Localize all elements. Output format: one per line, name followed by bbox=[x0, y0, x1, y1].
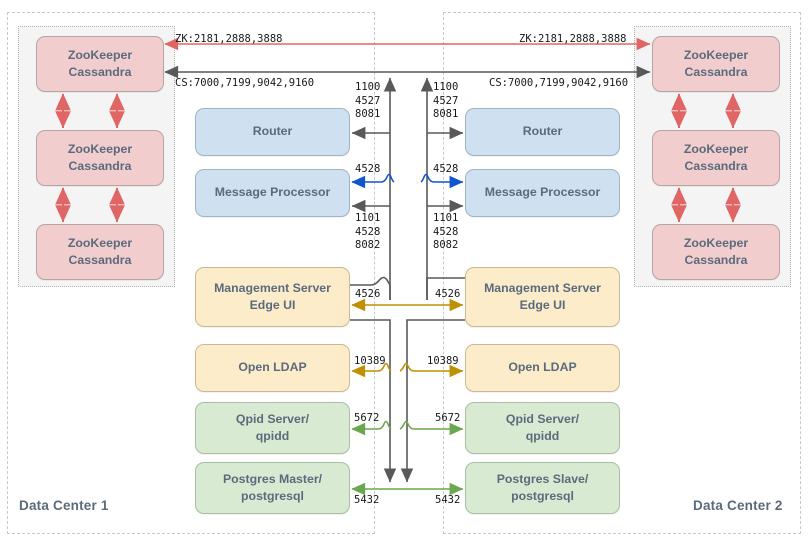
node-postgres-master-dc1[interactable]: Postgres Master/ postgresql bbox=[195, 462, 350, 514]
node-label-line2: Cassandra bbox=[68, 65, 132, 79]
node-zookeeper-cassandra-dc1-2[interactable]: ZooKeeper Cassandra bbox=[36, 130, 164, 186]
port-label-ldap-left: 10389 bbox=[354, 355, 386, 367]
port-label-mp-upper-left: 4528 bbox=[355, 163, 381, 175]
port-label-mp-upper-right: 4528 bbox=[433, 163, 459, 175]
port-label-ms-right: 4526 bbox=[435, 288, 461, 300]
node-label-line1: Postgres Master/ bbox=[222, 471, 323, 486]
node-open-ldap-dc2[interactable]: Open LDAP bbox=[465, 344, 620, 392]
node-label-line1: Management Server bbox=[484, 280, 601, 295]
node-label-line1: Message Processor bbox=[484, 185, 601, 200]
port-label-zk-right: ZK:2181,2888,3888 bbox=[519, 33, 627, 45]
node-open-ldap-dc1[interactable]: Open LDAP bbox=[195, 344, 350, 392]
node-label-line1: Router bbox=[252, 124, 293, 139]
node-label-line2: postgresql bbox=[241, 489, 304, 503]
node-label-line1: ZooKeeper bbox=[683, 47, 749, 62]
node-postgres-slave-dc2[interactable]: Postgres Slave/ postgresql bbox=[465, 462, 620, 514]
node-qpid-server-dc1[interactable]: Qpid Server/ qpidd bbox=[195, 402, 350, 454]
node-label-line1: Management Server bbox=[214, 280, 331, 295]
data-center-2-label: Data Center 2 bbox=[693, 498, 783, 513]
node-label-line1: ZooKeeper bbox=[67, 47, 133, 62]
node-management-server-dc2[interactable]: Management Server Edge UI bbox=[465, 267, 620, 327]
node-label-line1: Router bbox=[522, 124, 563, 139]
port-label-cs-right: CS:7000,7199,9042,9160 bbox=[489, 77, 629, 89]
node-qpid-server-dc2[interactable]: Qpid Server/ qpidd bbox=[465, 402, 620, 454]
node-label-line1: Open LDAP bbox=[238, 360, 307, 375]
node-zookeeper-cassandra-dc1-1[interactable]: ZooKeeper Cassandra bbox=[36, 36, 164, 92]
node-label-line2: Cassandra bbox=[684, 253, 748, 267]
port-label-mp-lower-left: 1101 4528 8082 bbox=[355, 212, 381, 252]
node-zookeeper-cassandra-dc2-1[interactable]: ZooKeeper Cassandra bbox=[652, 36, 780, 92]
node-zookeeper-cassandra-dc2-2[interactable]: ZooKeeper Cassandra bbox=[652, 130, 780, 186]
node-zookeeper-cassandra-dc1-3[interactable]: ZooKeeper Cassandra bbox=[36, 224, 164, 280]
node-message-processor-dc2[interactable]: Message Processor bbox=[465, 169, 620, 217]
node-management-server-dc1[interactable]: Management Server Edge UI bbox=[195, 267, 350, 327]
port-label-cs-left: CS:7000,7199,9042,9160 bbox=[175, 77, 315, 89]
node-label-line1: ZooKeeper bbox=[67, 141, 133, 156]
node-label-line1: Open LDAP bbox=[508, 360, 577, 375]
port-label-qpid-left: 5672 bbox=[354, 412, 380, 424]
zone-divider-left bbox=[374, 12, 375, 534]
zone-data-center-2 bbox=[443, 12, 801, 534]
node-message-processor-dc1[interactable]: Message Processor bbox=[195, 169, 350, 217]
node-label-line1: ZooKeeper bbox=[67, 235, 133, 250]
port-label-qpid-right: 5672 bbox=[435, 412, 461, 424]
node-label-line2: Cassandra bbox=[684, 159, 748, 173]
port-label-router-right: 1100 4527 8081 bbox=[433, 81, 459, 121]
node-label-line1: Qpid Server/ bbox=[505, 411, 580, 426]
port-label-ldap-right: 10389 bbox=[427, 355, 459, 367]
node-label-line2: qpidd bbox=[525, 429, 560, 443]
node-label-line2: postgresql bbox=[511, 489, 574, 503]
port-label-pg-right: 5432 bbox=[435, 494, 461, 506]
zone-divider-right bbox=[443, 12, 444, 534]
data-center-1-label: Data Center 1 bbox=[19, 498, 109, 513]
port-label-router-left: 1100 4527 8081 bbox=[355, 81, 381, 121]
node-router-dc1[interactable]: Router bbox=[195, 108, 350, 156]
node-label-line1: Message Processor bbox=[214, 185, 331, 200]
zone-data-center-1 bbox=[7, 12, 375, 534]
node-label-line2: Edge UI bbox=[519, 298, 566, 312]
node-router-dc2[interactable]: Router bbox=[465, 108, 620, 156]
node-label-line2: Cassandra bbox=[68, 253, 132, 267]
node-label-line2: Cassandra bbox=[68, 159, 132, 173]
node-label-line1: ZooKeeper bbox=[683, 235, 749, 250]
port-label-ms-left: 4526 bbox=[355, 288, 381, 300]
node-label-line1: ZooKeeper bbox=[683, 141, 749, 156]
node-label-line1: Qpid Server/ bbox=[235, 411, 310, 426]
port-label-zk-left: ZK:2181,2888,3888 bbox=[175, 33, 283, 45]
node-label-line2: qpidd bbox=[255, 429, 290, 443]
port-label-mp-lower-right: 1101 4528 8082 bbox=[433, 212, 459, 252]
node-label-line2: Edge UI bbox=[249, 298, 296, 312]
node-label-line2: Cassandra bbox=[684, 65, 748, 79]
node-zookeeper-cassandra-dc2-3[interactable]: ZooKeeper Cassandra bbox=[652, 224, 780, 280]
node-label-line1: Postgres Slave/ bbox=[496, 471, 589, 486]
port-label-pg-left: 5432 bbox=[354, 494, 380, 506]
